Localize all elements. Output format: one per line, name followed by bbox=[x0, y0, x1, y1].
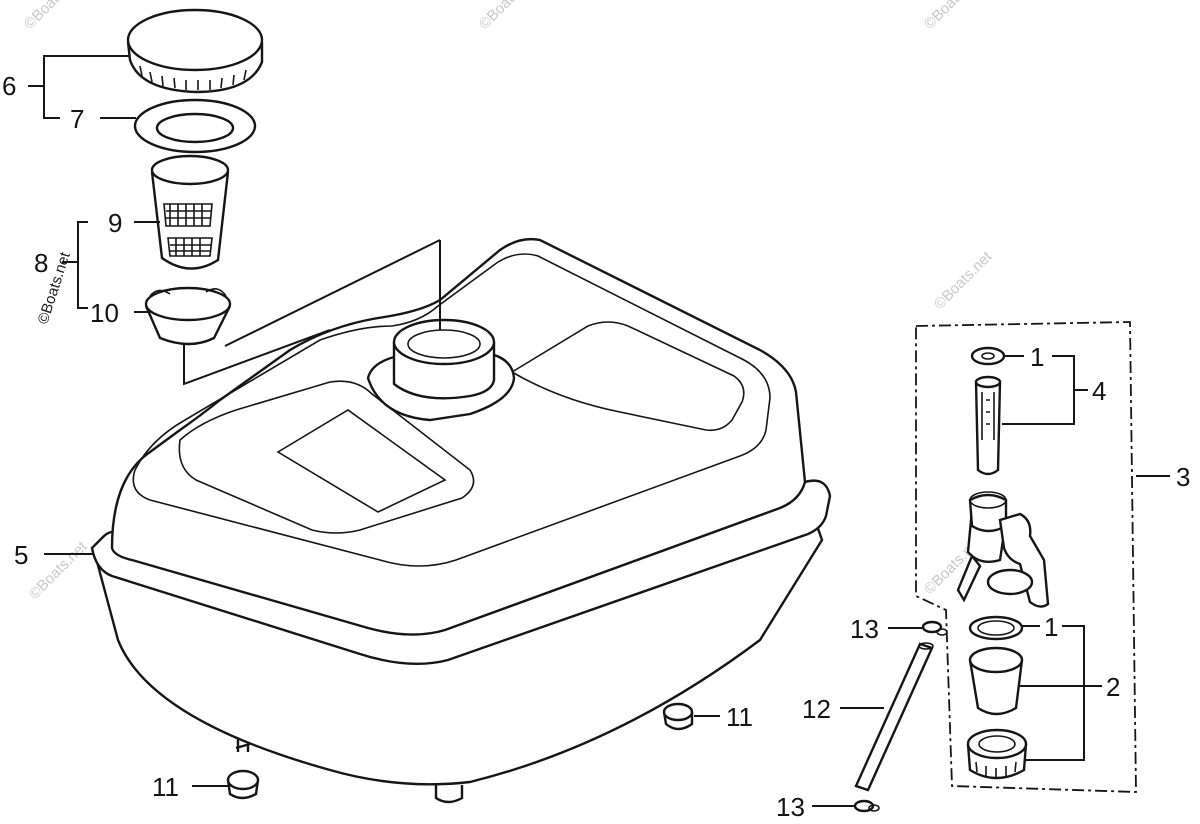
sediment-cup-rim bbox=[968, 646, 1024, 674]
tube-clip-upper bbox=[921, 620, 948, 636]
tube-clip-ring-inner bbox=[936, 628, 948, 636]
valve-outlet-nipple bbox=[956, 553, 982, 603]
tank-filler-opening bbox=[392, 318, 496, 366]
strainer-mesh-upper bbox=[163, 203, 213, 227]
fuel-tank bbox=[90, 237, 832, 804]
fuel-filler-cap bbox=[126, 8, 264, 94]
cap-top bbox=[126, 8, 264, 72]
cushion-top bbox=[662, 702, 694, 722]
tank-panel-left bbox=[178, 380, 475, 534]
valve-filter-tube-top bbox=[974, 375, 1002, 389]
watermark: ©Boats.net bbox=[21, 0, 86, 33]
tank-label-plate bbox=[276, 409, 447, 513]
strainer-rim bbox=[150, 154, 230, 186]
watermark: ©Boats.net bbox=[476, 0, 541, 33]
fuel-valve-group-boundary bbox=[915, 321, 1137, 793]
strainer-holder bbox=[144, 286, 232, 346]
callout-1-top: 1 bbox=[1030, 342, 1044, 372]
valve-top-packing bbox=[970, 346, 1006, 366]
callout-12: 12 bbox=[802, 694, 831, 724]
callout-3: 3 bbox=[1176, 462, 1190, 492]
callout-11-middle: 11 bbox=[726, 702, 753, 732]
sediment-cup-nut-inner bbox=[978, 735, 1016, 753]
leader-8 bbox=[62, 221, 88, 309]
callout-13-lower: 13 bbox=[776, 792, 805, 822]
valve-top-packing-inner bbox=[981, 352, 995, 360]
callout-leaders bbox=[28, 55, 1170, 807]
watermark: ©Boats.net bbox=[26, 538, 91, 603]
callout-numbers: 6 7 9 8 10 5 1 4 3 1 2 13 12 11 11 13 bbox=[2, 71, 1190, 822]
valve-lever bbox=[998, 512, 1050, 608]
sediment-cup-o-ring-inner bbox=[977, 620, 1015, 636]
sediment-cup-nut-knurl bbox=[975, 761, 1017, 778]
callout-13-upper: 13 bbox=[850, 614, 879, 644]
callout-9: 9 bbox=[108, 208, 122, 238]
callout-4: 4 bbox=[1092, 376, 1106, 406]
valve-bowl-seat bbox=[986, 568, 1034, 596]
callout-2: 2 bbox=[1106, 672, 1120, 702]
leader-2 bbox=[1020, 625, 1102, 761]
watermark: ©Boats.net bbox=[921, 0, 986, 33]
tube-clip-ring-inner bbox=[868, 804, 880, 812]
valve-filter-tube bbox=[974, 380, 1002, 476]
strainer-body bbox=[150, 171, 230, 270]
sediment-cup-nut-top bbox=[966, 728, 1028, 760]
packing-inner bbox=[155, 112, 235, 144]
tank-filler-inner bbox=[407, 329, 481, 359]
callout-10: 10 bbox=[90, 298, 119, 328]
fuel-strainer bbox=[150, 154, 230, 270]
callout-1-lower: 1 bbox=[1044, 612, 1058, 642]
strainer-mesh-lower bbox=[167, 237, 213, 257]
cushion-top bbox=[226, 769, 260, 791]
sediment-cup bbox=[968, 659, 1024, 716]
callout-8: 8 bbox=[34, 248, 48, 278]
fuel-tube-end bbox=[918, 642, 934, 650]
tank-cushion-lower bbox=[226, 769, 260, 800]
tank-panel-right bbox=[510, 321, 745, 432]
cap-knurling bbox=[139, 65, 247, 90]
fuel-valve-assembly bbox=[915, 321, 1137, 793]
leader-6 bbox=[28, 55, 130, 119]
tank-drain-boss bbox=[434, 785, 464, 804]
tank-top-deck bbox=[132, 253, 771, 567]
callout-6: 6 bbox=[2, 71, 16, 101]
valve-union-nut-top bbox=[969, 491, 1007, 509]
tube-clip-lower bbox=[853, 799, 880, 813]
callout-11-lower: 11 bbox=[152, 772, 179, 802]
fuel-tube-body bbox=[854, 642, 934, 792]
watermark: ©Boats.net bbox=[931, 248, 996, 313]
filler-leader-lines bbox=[183, 239, 441, 386]
holder-rim bbox=[144, 286, 232, 322]
callout-7: 7 bbox=[70, 104, 84, 134]
leader-4 bbox=[1002, 355, 1088, 425]
fuel-tube bbox=[854, 642, 934, 792]
holder-notch bbox=[149, 288, 227, 297]
valve-filter-tube-slots bbox=[981, 392, 995, 440]
tube-clip-ring bbox=[921, 620, 943, 634]
tank-cushion-middle bbox=[662, 702, 694, 731]
callout-5: 5 bbox=[14, 540, 28, 570]
cap-packing bbox=[133, 98, 257, 154]
